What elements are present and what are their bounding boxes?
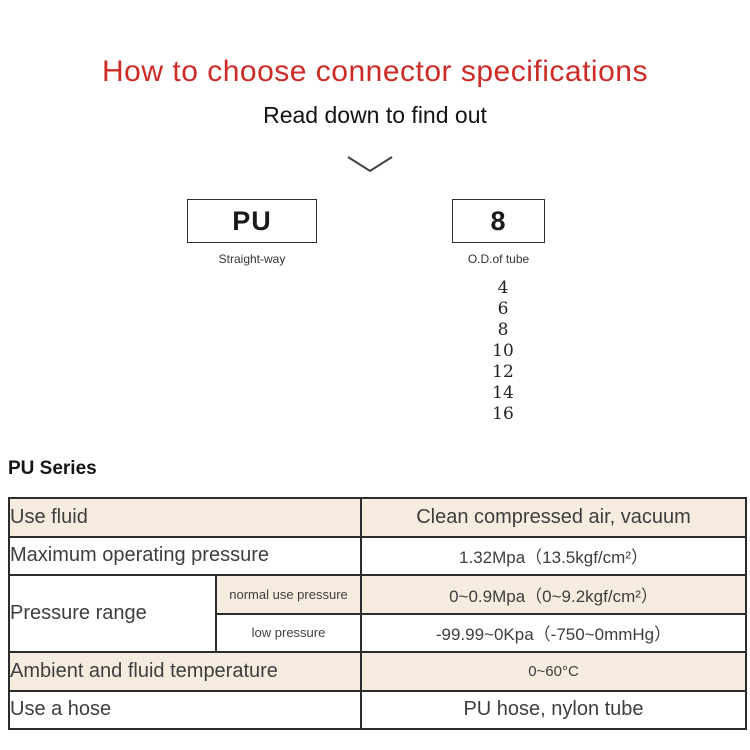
spec-sublabel: low pressure (215, 612, 362, 653)
size-option: 10 (492, 341, 514, 361)
spec-sublabel: normal use pressure (215, 574, 362, 615)
table-row: Use fluid Clean compressed air, vacuum (8, 497, 747, 538)
spec-value: PU hose, nylon tube (360, 689, 747, 730)
spec-table: Use fluid Clean compressed air, vacuum M… (8, 497, 747, 730)
spec-value: -99.99~0Kpa（-750~0mmHg） (360, 612, 747, 653)
size-option: 12 (492, 362, 514, 382)
series-code-box: PU (187, 199, 317, 243)
size-option: 6 (497, 299, 509, 319)
chevron-down-icon (347, 156, 393, 173)
series-type-label: Straight-way (218, 252, 286, 266)
spec-value: 0~0.9Mpa（0~9.2kgf/cm²） (360, 574, 747, 615)
page-subtitle: Read down to find out (263, 102, 487, 128)
spec-label: Pressure range (8, 574, 217, 653)
spec-label: Use a hose (8, 689, 362, 730)
size-option: 4 (497, 278, 509, 298)
series-heading: PU Series (8, 458, 97, 479)
spec-value: Clean compressed air, vacuum (360, 497, 747, 538)
table-row: Ambient and fluid temperature 0~60°C (8, 651, 747, 692)
table-row: Use a hose PU hose, nylon tube (8, 689, 747, 730)
size-type-label: O.D.of tube (467, 252, 530, 266)
size-code-box: 8 (452, 199, 545, 243)
table-row: low pressure -99.99~0Kpa（-750~0mmHg） (9, 612, 747, 653)
size-option: 16 (492, 404, 514, 424)
table-row: Pressure range normal use pressure 0~0.9… (8, 574, 747, 653)
size-options-list: 4 6 8 10 12 14 16 (463, 278, 543, 425)
size-option: 8 (497, 320, 509, 340)
page-title: How to choose connector specifications (102, 55, 648, 88)
spec-value: 1.32Mpa（13.5kgf/cm²） (360, 535, 747, 576)
table-row: Maximum operating pressure 1.32Mpa（13.5k… (8, 535, 747, 576)
size-option: 14 (492, 383, 514, 403)
spec-value: 0~60°C (360, 651, 747, 692)
spec-label: Ambient and fluid temperature (8, 651, 362, 692)
spec-label: Maximum operating pressure (8, 535, 362, 576)
spec-label: Use fluid (8, 497, 362, 538)
